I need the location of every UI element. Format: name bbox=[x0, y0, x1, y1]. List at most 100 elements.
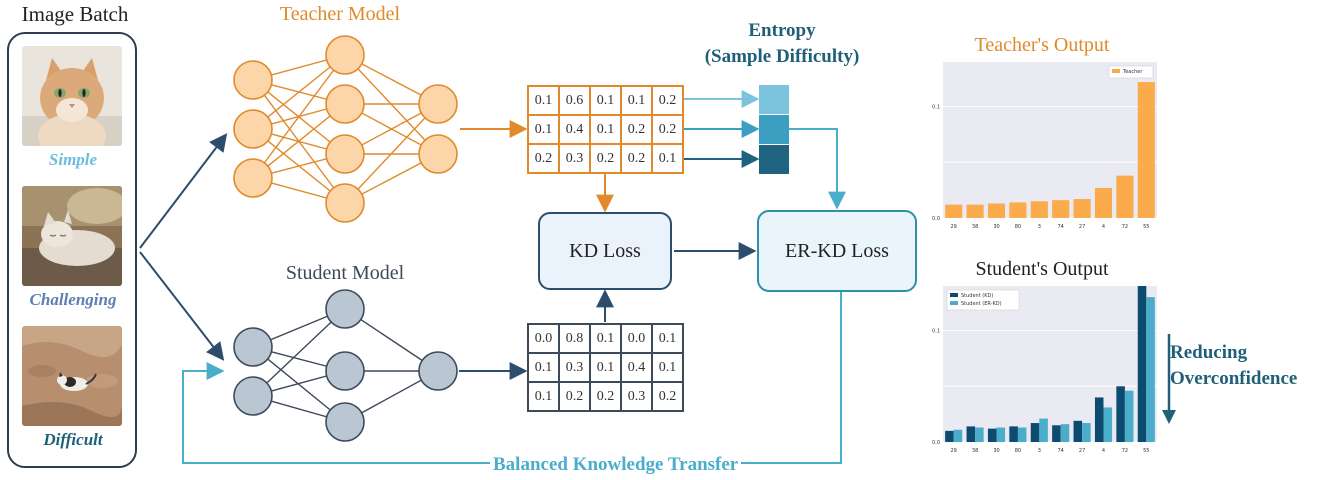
student-chart-legend-swatch bbox=[950, 301, 958, 305]
student-prob-cell: 0.4 bbox=[621, 353, 652, 382]
teacher-chart-bar-s1 bbox=[966, 204, 984, 218]
teacher-neuron-node bbox=[325, 183, 365, 223]
student-model-label: Student Model bbox=[285, 262, 405, 284]
teacher-chart-xtick: 74 bbox=[1058, 224, 1064, 230]
student-chart-bar-s1 bbox=[1030, 423, 1040, 442]
student-neuron-node bbox=[233, 376, 273, 416]
image-batch-title: Image Batch bbox=[21, 2, 129, 26]
teacher-prob-cell: 0.1 bbox=[590, 115, 621, 144]
student-prob-cell: 0.3 bbox=[559, 353, 590, 382]
teacher-chart-bar-s1 bbox=[1094, 187, 1113, 218]
arrow-reducing-head bbox=[1162, 410, 1176, 424]
teacher-chart-bar-s1 bbox=[945, 204, 963, 218]
teacher-prob-cell: 0.2 bbox=[590, 144, 621, 173]
teacher-neuron-edge bbox=[252, 54, 346, 179]
teacher-chart-xtick: 38 bbox=[972, 224, 978, 230]
teacher-neuron-edge bbox=[344, 103, 439, 204]
student-chart-bar-s2 bbox=[1060, 424, 1070, 442]
teacher-prob-cell: 0.2 bbox=[652, 115, 683, 144]
student-neuron-node bbox=[325, 351, 365, 391]
entropy-block-low bbox=[759, 85, 789, 114]
teacher-prob-cell: 0.1 bbox=[528, 86, 559, 115]
teacher-chart-bar-s1 bbox=[1009, 202, 1027, 218]
teacher-chart-xtick: 29 bbox=[951, 224, 957, 230]
challenging-sample-image bbox=[22, 186, 122, 286]
student-chart-xtick: 38 bbox=[972, 448, 978, 454]
student-chart-bar-s1 bbox=[1094, 397, 1104, 442]
student-chart-xtick: 27 bbox=[1079, 448, 1085, 454]
simple-caption: Simple bbox=[48, 150, 98, 169]
teacher-chart-ytick: 0.1 bbox=[932, 105, 940, 111]
difficult-caption: Difficult bbox=[43, 430, 103, 449]
teacher-prob-cell: 0.2 bbox=[652, 86, 683, 115]
teacher-chart-bar-s1 bbox=[1073, 199, 1091, 218]
teacher-neuron-node bbox=[325, 134, 365, 174]
student-chart-legend-label: Student (KD) bbox=[961, 293, 993, 299]
teacher-neuron-node bbox=[325, 35, 365, 75]
teacher-prob-cell: 0.1 bbox=[652, 144, 683, 173]
teacher-chart-xtick: 27 bbox=[1079, 224, 1085, 230]
entropy-label: Entropy (Sample Difficulty) bbox=[668, 18, 896, 70]
teacher-prob-cell: 0.2 bbox=[621, 144, 652, 173]
student-prob-cell: 0.8 bbox=[559, 324, 590, 353]
student-prob-cell: 0.1 bbox=[528, 353, 559, 382]
student-prob-cell: 0.1 bbox=[590, 324, 621, 353]
teacher-chart-xtick: 4 bbox=[1102, 224, 1105, 230]
teacher-chart-title: Teacher's Output bbox=[974, 34, 1110, 56]
student-chart-ytick: 0.0 bbox=[932, 440, 940, 446]
student-chart-ytick: 0.1 bbox=[932, 329, 940, 335]
student-prob-cell: 0.1 bbox=[590, 353, 621, 382]
student-chart-bar-s1 bbox=[1116, 386, 1125, 442]
student-chart-xtick: 80 bbox=[1015, 448, 1021, 454]
student-prob-cell: 0.2 bbox=[590, 382, 621, 411]
teacher-neuron-node bbox=[233, 158, 273, 198]
student-chart-bar-s1 bbox=[1137, 286, 1147, 442]
student-chart-bar-s1 bbox=[945, 430, 954, 442]
entropy-block-mid bbox=[759, 115, 789, 144]
student-chart-legend: Student (KD)Student (ER-KD) bbox=[946, 289, 1020, 311]
teacher-prob-cell: 0.3 bbox=[559, 144, 590, 173]
student-prob-cell: 0.0 bbox=[528, 324, 559, 353]
teacher-prob-cell: 0.2 bbox=[528, 144, 559, 173]
teacher-neuron-node bbox=[325, 84, 365, 124]
challenging-caption: Challenging bbox=[29, 290, 117, 309]
difficult-sample-image bbox=[22, 326, 122, 426]
student-chart-bar-s1 bbox=[1073, 420, 1083, 442]
student-chart-legend-swatch bbox=[950, 293, 958, 297]
student-chart-xtick: 3 bbox=[1038, 448, 1041, 454]
teacher-prob-cell: 0.6 bbox=[559, 86, 590, 115]
student-chart-xtick: 74 bbox=[1058, 448, 1064, 454]
teacher-chart-xtick: 72 bbox=[1122, 224, 1128, 230]
teacher-chart-xtick: 80 bbox=[1015, 224, 1021, 230]
student-chart-bar-s2 bbox=[1103, 407, 1113, 442]
student-neuron-node bbox=[418, 351, 458, 391]
student-chart-bar-s2 bbox=[1039, 418, 1048, 442]
teacher-prob-cell: 0.2 bbox=[621, 115, 652, 144]
student-chart-bar-s2 bbox=[1082, 423, 1091, 442]
reducing-line2: Overconfidence bbox=[1170, 368, 1298, 389]
student-chart-xtick: 55 bbox=[1143, 448, 1149, 454]
student-chart-bar-s2 bbox=[996, 427, 1006, 442]
student-network-nodes bbox=[233, 289, 458, 442]
student-chart-bar-s1 bbox=[966, 426, 976, 442]
balanced-transfer-label: Balanced Knowledge Transfer bbox=[490, 454, 742, 476]
entropy-block-high bbox=[759, 145, 789, 174]
teacher-network-edges bbox=[252, 54, 439, 204]
teacher-chart-ytick: 0.0 bbox=[932, 216, 940, 222]
student-prob-cell: 0.2 bbox=[559, 382, 590, 411]
teacher-chart-bar-s1 bbox=[1137, 82, 1155, 218]
student-neuron-edge bbox=[252, 308, 346, 397]
teacher-prob-cell: 0.1 bbox=[621, 86, 652, 115]
teacher-neuron-node bbox=[233, 109, 273, 149]
student-chart-bar-s2 bbox=[1146, 297, 1155, 442]
student-chart-bar-s2 bbox=[953, 429, 963, 442]
student-prob-cell: 0.1 bbox=[652, 324, 683, 353]
teacher-chart-xtick: 3 bbox=[1038, 224, 1041, 230]
student-chart-bar-s1 bbox=[1052, 425, 1061, 442]
student-neuron-node bbox=[233, 327, 273, 367]
teacher-neuron-node bbox=[233, 60, 273, 100]
